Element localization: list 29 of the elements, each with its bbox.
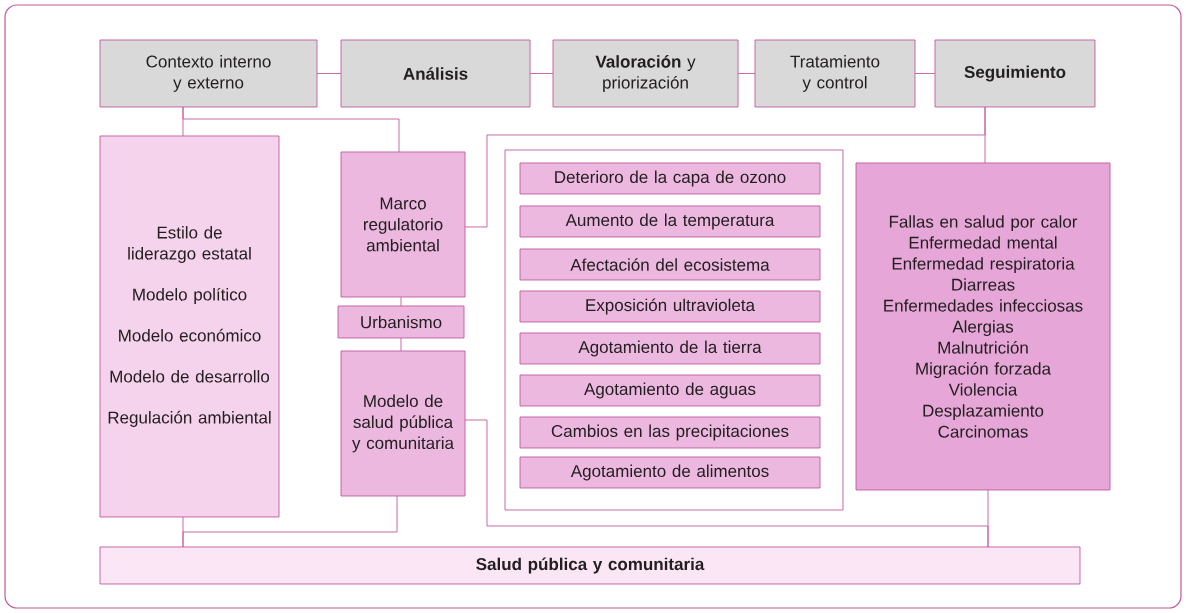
factor-list-box: Estilo de liderazgo estatal Modelo político Modelo económico Modelo de desarrollo Regulación ambiental xyxy=(99,135,280,518)
connector-line xyxy=(182,495,398,548)
connector-line xyxy=(400,337,402,352)
connector-line xyxy=(529,73,554,74)
process-box: Análisis xyxy=(340,39,531,108)
effect-box: Afectación del ecosistema xyxy=(519,248,821,281)
effect-box: Aumento de la temperatura xyxy=(519,205,821,238)
process-box: Seguimiento xyxy=(934,39,1096,108)
connector-line xyxy=(987,489,989,548)
connector-line xyxy=(182,106,400,153)
effect-box: Cambios en las precipitaciones xyxy=(519,416,821,449)
effect-box: Agotamiento de la tierra xyxy=(519,332,821,365)
connector-line xyxy=(914,73,936,74)
process-box: Contexto interno y externo xyxy=(99,39,318,108)
process-box: Valoración y priorización xyxy=(552,39,739,108)
connector-line xyxy=(984,106,986,164)
effect-box: Exposición ultravioleta xyxy=(519,290,821,323)
factor-box: Modelo de salud pública y comunitaria xyxy=(340,350,466,497)
connector-line xyxy=(737,73,756,74)
health-effects-box: Fallas en salud por calor Enfermedad mental Enfermedad respiratoria Diarreas Enfermedades infecciosas Alergias Malnutrición Migración forzada Violencia Desplazamiento Carcinomas xyxy=(855,162,1111,491)
connector-line xyxy=(400,296,402,307)
connector-line xyxy=(316,73,342,74)
process-box: Tratamiento y control xyxy=(754,39,916,108)
factor-box: Urbanismo xyxy=(337,305,465,339)
effect-box: Deterioro de la capa de ozono xyxy=(519,162,821,195)
factor-box: Marco regulatorio ambiental xyxy=(340,151,466,298)
effect-box: Agotamiento de aguas xyxy=(519,374,821,407)
effect-box: Agotamiento de alimentos xyxy=(519,456,821,489)
outcome-bar: Salud pública y comunitaria xyxy=(99,546,1081,585)
